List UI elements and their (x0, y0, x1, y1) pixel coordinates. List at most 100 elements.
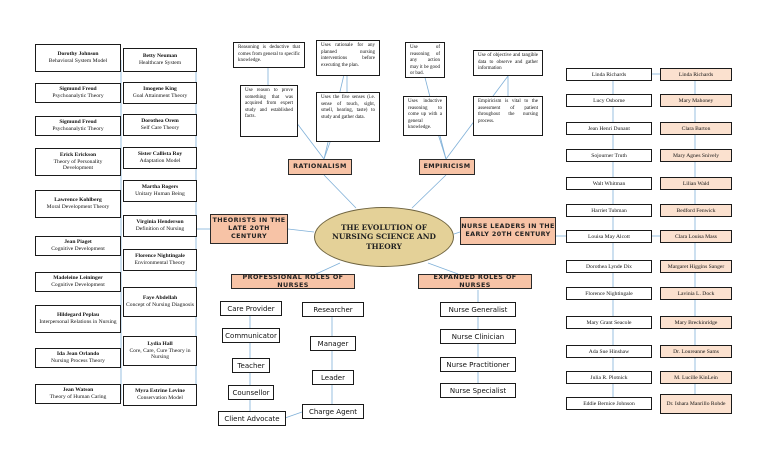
theorist-theory: Nursing Process Theory (51, 358, 105, 364)
leader-name: Linda Richards (678, 71, 714, 78)
theorist-theory: Environmental Theory (134, 260, 186, 266)
theorist-name: Myra Estrine Levine (135, 388, 185, 395)
leader-name: Dorothea Lynde Dix (586, 263, 632, 270)
leader-name: Clara Barton (681, 125, 711, 132)
rationalism-note: Uses rationale for any planned nursing i… (316, 40, 380, 76)
leader-name: Louisa May Alcott (588, 233, 630, 240)
rationalism-note: Use reason to prove something that was a… (240, 85, 298, 137)
leader-name: Mary Breckinridge (674, 319, 718, 326)
note-text: Use reason to prove something that was a… (245, 88, 293, 119)
leader-name: Bedford Fenwick (676, 207, 716, 214)
leader-name: Ada Sue Hinshaw (588, 348, 630, 355)
role-nurse-clinician: Nurse Clinician (440, 329, 516, 344)
theorist-theory: Self Care Theory (140, 125, 180, 131)
note-text: Reasoning is deductive that comes from g… (238, 45, 300, 63)
theorist-name: Martha Rogers (141, 184, 179, 191)
theorist-name: Betty Neuman (142, 53, 178, 60)
theorist-theory: Conservation Model (137, 395, 183, 401)
role-nurse-specialist: Nurse Specialist (440, 383, 516, 398)
leader-name: Lucy Osborne (593, 97, 625, 104)
header-theorists: THEORISTS IN THE LATE 20TH CENTURY (210, 214, 288, 244)
leader-card: Louisa May Alcott (566, 230, 652, 243)
role-label: Counsellor (232, 388, 270, 397)
theorist-name: Dorothea Orem (141, 118, 179, 125)
theorist-theory: Definition of Nursing (135, 226, 185, 232)
role-client-advocate: Client Advocate (218, 411, 286, 426)
leader-card: Linda Richards (660, 68, 732, 81)
note-text: Uses inductive reasoning to come up with… (408, 99, 442, 130)
theorist-name: Florence Nightingale (135, 253, 185, 260)
header-empiricism: EMPIRICISM (419, 159, 475, 175)
leader-name: Walt Whitman (592, 180, 626, 187)
leader-name: Linda Richards (591, 71, 627, 78)
note-text: Use of objective and tangible data to ob… (478, 53, 538, 71)
empiricism-note: Use of reasoning of any action may it be… (405, 42, 445, 78)
theorist-name: Faye Abdellah (142, 295, 178, 302)
role-label: Charge Agent (308, 407, 358, 416)
role-leader: Leader (312, 370, 354, 385)
leader-card: Ada Sue Hinshaw (566, 345, 652, 358)
leader-card: M. Lucille KinLein (660, 371, 732, 384)
leader-name: Julia R. Plotnick (590, 374, 628, 381)
role-label: Client Advocate (224, 414, 280, 423)
leader-card: Julia R. Plotnick (566, 371, 652, 384)
role-label: Leader (320, 373, 345, 382)
header-label: THEORISTS IN THE LATE 20TH CENTURY (212, 216, 286, 240)
leader-name: Jean Henri Dunant (588, 125, 630, 132)
role-counsellor: Counsellor (228, 385, 274, 400)
leader-name: Mary Grant Seacole (586, 319, 632, 326)
leader-name: Dr. Ishara Manrillo Rohde (666, 401, 726, 407)
role-communicator: Communicator (222, 328, 280, 343)
theorist-theory: Psychoanalytic Theory (52, 126, 104, 132)
leader-card: Lucy Osborne (566, 94, 652, 107)
theorist-theory: Psychoanalytic Theory (52, 93, 104, 99)
role-researcher: Researcher (302, 302, 364, 317)
note-text: Use of reasoning of any action may it be… (410, 45, 440, 76)
header-label: RATIONALISM (293, 162, 347, 171)
theorist-theory: Moral Development Theory (46, 204, 110, 210)
theorist-name: Jean Watson (62, 387, 94, 394)
rationalism-note: Uses the five senses (i.e. sense of touc… (316, 92, 380, 142)
theorist-name: Jean Piaget (64, 239, 92, 246)
leader-card: Dorothea Lynde Dix (566, 260, 652, 273)
leader-card: Mary Grant Seacole (566, 316, 652, 329)
leader-name: Sojourner Truth (591, 152, 627, 159)
leader-card: Margaret Higgins Sanger (660, 260, 732, 273)
leader-name: Eddie Bernice Johnson (583, 400, 635, 407)
role-charge-agent: Charge Agent (302, 404, 364, 419)
central-title: THE EVOLUTION OF NURSING SCIENCE AND THE… (332, 222, 436, 251)
theorist-name: Erick Erickson (59, 151, 97, 158)
header-label: NURSE LEADERS IN THE EARLY 20TH CENTURY (461, 222, 555, 238)
role-label: Care Provider (227, 304, 275, 313)
role-label: Manager (317, 339, 349, 348)
leader-card: Clara Louisa Mass (660, 230, 732, 243)
leader-name: Florence Nightingale (585, 290, 633, 297)
theorist-theory: Goal Attainment Theory (132, 93, 188, 99)
theorist-name: Sigmund Freud (59, 119, 97, 126)
role-care-provider: Care Provider (220, 301, 282, 316)
rationalism-note: Reasoning is deductive that comes from g… (233, 42, 305, 68)
theorist-theory: Core, Care, Cure Theory in Nursing (129, 347, 191, 361)
leader-card: Dr. Ishara Manrillo Rohde (660, 394, 732, 414)
theorist-theory: Concept of Nursing Diagnosis (126, 302, 194, 308)
theorist-theory: Behavioral System Model (48, 58, 108, 64)
role-nurse-generalist: Nurse Generalist (440, 302, 516, 317)
role-nurse-practitioner: Nurse Practitioner (440, 357, 516, 372)
header-label: EXPANDED ROLES OF NURSES (433, 272, 517, 289)
theorist-name: Virginia Henderson (136, 219, 184, 226)
role-label: Nurse Clinician (451, 332, 505, 341)
header-expanded-roles: EXPANDED ROLES OF NURSES (418, 272, 532, 289)
theorist-name: Imogene King (143, 86, 177, 93)
role-teacher: Teacher (232, 358, 270, 373)
empiricism-note: Empiricism is vital to the assessment of… (473, 96, 543, 136)
leader-name: Mary Mahoney (678, 97, 714, 104)
